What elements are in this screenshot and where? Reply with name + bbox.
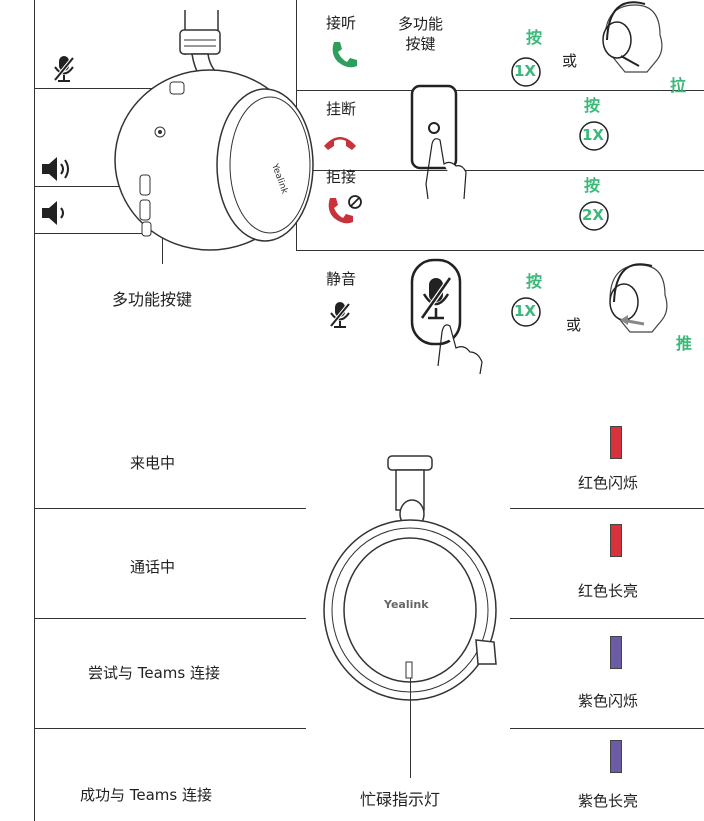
mfb-label: 多功能按键 xyxy=(112,290,193,309)
press-2x-text: 2X xyxy=(582,206,605,224)
mfb-header-line-1: 多功能 xyxy=(398,15,444,33)
mute-press-illustration xyxy=(410,258,483,375)
busy-indicator-leader xyxy=(410,678,411,778)
mute-label: 静音 xyxy=(326,270,357,288)
push-label: 推 xyxy=(676,334,693,353)
led-light-3: 紫色闪烁 xyxy=(578,692,639,710)
headset-front-illustration: Yealink xyxy=(323,455,497,701)
press-1x-badge-3 xyxy=(511,297,541,327)
pull-label: 拉 xyxy=(670,76,687,95)
head-boom-push-illustration xyxy=(609,263,668,333)
press-label-3: 按 xyxy=(584,176,601,195)
led-state-3: 尝试与 Teams 连接 xyxy=(88,664,220,682)
led-light-2: 红色长亮 xyxy=(578,582,639,600)
led-divider-right-1 xyxy=(510,508,704,509)
answer-label: 接听 xyxy=(326,14,357,32)
led-divider-left-3 xyxy=(34,728,306,729)
press-1x-text-3: 1X xyxy=(514,302,537,320)
mfb-press-illustration xyxy=(410,84,467,200)
volume-down-icon xyxy=(42,201,64,225)
leader-mute xyxy=(34,88,174,89)
press-label-1: 按 xyxy=(526,28,543,47)
divider-row-3 xyxy=(296,250,704,251)
mic-mute-icon xyxy=(53,56,75,82)
led-swatch-4 xyxy=(610,740,622,773)
or-label-1: 或 xyxy=(562,52,578,70)
brand-logo: Yealink xyxy=(383,598,429,611)
divider-row-2 xyxy=(296,170,704,171)
led-light-4: 紫色长亮 xyxy=(578,792,639,810)
mic-mute-icon-2 xyxy=(329,302,351,328)
led-divider-right-3 xyxy=(510,728,704,729)
mfb-header-line-2: 按键 xyxy=(405,35,436,53)
volume-up-icon xyxy=(42,157,69,181)
led-divider-left-2 xyxy=(34,618,306,619)
or-label-2: 或 xyxy=(566,316,582,334)
press-1x-text-2: 1X xyxy=(582,126,605,144)
left-border xyxy=(34,0,35,821)
press-2x-badge xyxy=(579,201,609,231)
led-divider-left-1 xyxy=(34,508,306,509)
divider-row-1 xyxy=(296,90,704,91)
head-boom-pull-illustration xyxy=(602,1,663,73)
press-label-4: 按 xyxy=(526,272,543,291)
led-state-4: 成功与 Teams 连接 xyxy=(80,786,212,804)
led-light-1: 红色闪烁 xyxy=(578,474,639,492)
led-swatch-1 xyxy=(610,426,622,459)
press-label-2: 按 xyxy=(584,96,601,115)
led-swatch-2 xyxy=(610,524,622,557)
phone-answer-icon xyxy=(332,42,357,68)
leader-vol-up xyxy=(34,186,144,187)
leader-vol-down xyxy=(34,233,144,234)
phone-hangup-icon xyxy=(324,137,356,150)
led-state-2: 通话中 xyxy=(130,558,176,576)
hangup-label: 挂断 xyxy=(326,100,357,118)
press-1x-text-1: 1X xyxy=(514,62,537,80)
press-1x-badge-1 xyxy=(511,57,541,87)
led-state-1: 来电中 xyxy=(130,454,176,472)
led-divider-right-2 xyxy=(510,618,704,619)
phone-reject-icon xyxy=(328,195,362,224)
mfb-header: 多功能 按键 xyxy=(398,14,443,54)
led-swatch-3 xyxy=(610,636,622,669)
reject-label: 拒接 xyxy=(326,168,357,186)
busy-indicator-label: 忙碌指示灯 xyxy=(360,790,441,809)
press-1x-badge-2 xyxy=(579,121,609,151)
headset-side-illustration: Yealink xyxy=(114,10,314,251)
